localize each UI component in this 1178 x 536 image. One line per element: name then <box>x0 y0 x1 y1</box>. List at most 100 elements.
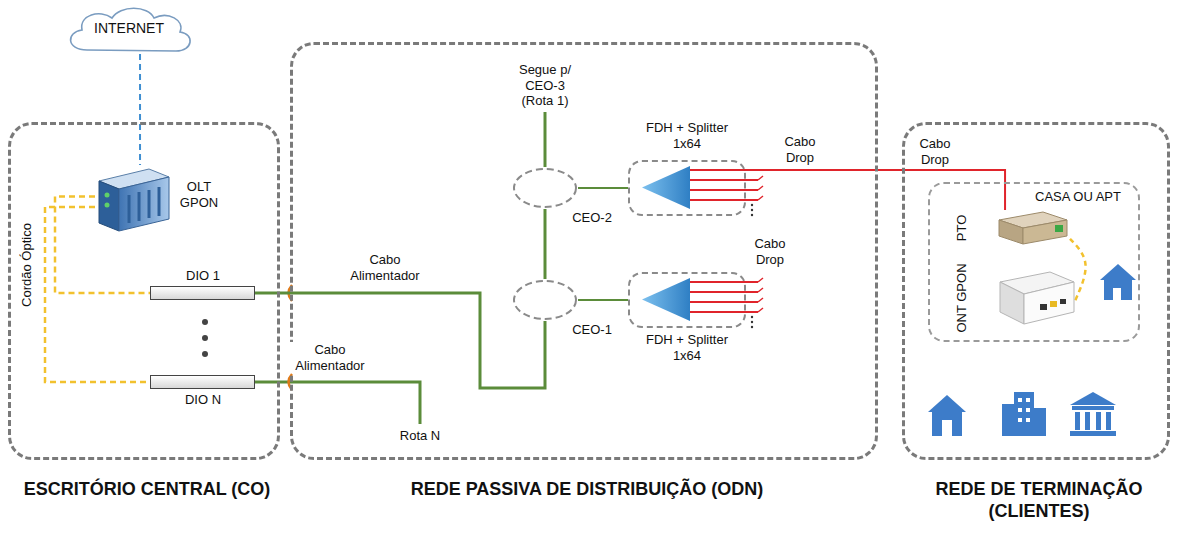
institution-icon <box>1072 406 1114 410</box>
splitter-outputs <box>690 311 758 313</box>
feeder-cable <box>544 112 547 167</box>
node-label: CASA OU APT <box>1035 189 1121 205</box>
pto-device-shape <box>995 210 1070 246</box>
ont-device-shape <box>1000 282 1024 324</box>
node-label: FDH + Splitter 1x64 <box>632 120 742 151</box>
pto-device-shape <box>1055 225 1063 232</box>
ont-device-shape <box>1050 301 1057 307</box>
olt-device-shape <box>138 192 141 221</box>
annotation-label: Cabo Alimentador <box>288 342 372 373</box>
building-icon <box>1018 418 1022 422</box>
fdh-splitter: FDH + Splitter 1x64 <box>628 272 746 328</box>
olt-device-shape <box>128 195 131 223</box>
fdh-splitter-shape <box>642 166 690 209</box>
optical-cord <box>45 207 150 382</box>
institution-icon <box>1070 431 1116 436</box>
splitter-outputs <box>751 204 753 206</box>
splitter-outputs <box>758 176 763 180</box>
building-icon <box>1018 398 1022 402</box>
node-label: CEO-2 <box>572 210 612 226</box>
institution-icon <box>1075 412 1080 430</box>
pto-device-shape <box>999 220 1023 244</box>
olt-device-shape <box>119 177 169 231</box>
splitter-outputs <box>751 316 753 318</box>
node-label: FDH + Splitter 1x64 <box>632 332 742 363</box>
institution-icon <box>1096 412 1101 430</box>
splitter-outputs <box>751 214 753 216</box>
house-icon <box>1104 280 1132 300</box>
olt-device-shape <box>148 190 151 218</box>
splitter-outputs <box>758 278 763 282</box>
distribution-fiber <box>578 299 628 301</box>
building-icon <box>1014 392 1034 436</box>
node-label: ONT GPON <box>954 263 970 332</box>
splitter-outputs <box>751 209 753 211</box>
pto-device-shape <box>1023 220 1067 244</box>
house-icon <box>1100 264 1136 280</box>
node-label: PTO <box>954 215 970 242</box>
splitter-outputs <box>758 288 763 292</box>
ont-device-shape <box>1060 299 1066 304</box>
splitter-outputs <box>751 326 753 328</box>
institution-icon <box>1085 412 1090 430</box>
splitter-outputs <box>751 321 753 323</box>
node-label: CEO-1 <box>572 322 612 338</box>
annotation-label: Cordão Óptico <box>19 221 35 309</box>
house-icon <box>932 412 962 436</box>
cable-label: Cabo Drop <box>776 134 824 165</box>
building-icon <box>1026 408 1030 412</box>
splitter-outputs <box>690 281 758 283</box>
fdh-splitter-shape <box>630 274 744 326</box>
ont-device-shape <box>1024 282 1074 324</box>
pto-device: PTO <box>995 210 1070 246</box>
ont-device-shape <box>1040 304 1047 310</box>
building-icon <box>1032 408 1046 436</box>
institution-icon <box>1106 412 1111 430</box>
house-icon <box>1113 288 1121 300</box>
house-icon <box>942 420 952 436</box>
building-icon <box>1018 408 1022 412</box>
dio-dots <box>202 319 208 357</box>
feeder-cable <box>255 293 545 388</box>
node-label: REDE DE TERMINAÇÃO (CLIENTES) <box>914 479 1164 522</box>
feeder-cable <box>255 112 545 424</box>
region-outline: REDE DE TERMINAÇÃO (CLIENTES)CASA OU APT… <box>902 122 1170 460</box>
fdh-splitter-shape <box>630 162 744 214</box>
splitter-outputs <box>758 298 763 302</box>
internet-cloud-shape <box>71 8 191 51</box>
cable-label: Cabo Alimentador <box>343 252 427 283</box>
dio-dots <box>202 319 208 325</box>
fdh-splitter-shape <box>642 278 690 321</box>
splitter-outputs <box>690 189 758 191</box>
region-outline: ESCRITÓRIO CENTRAL (CO)OLT GPONDIO 1DIO … <box>8 122 280 460</box>
premises-box: CASA OU APT PTO ONT GPON <box>928 182 1140 342</box>
building-icon <box>1026 398 1030 402</box>
splitter-outputs <box>758 196 763 200</box>
splice-closure-shape <box>512 279 578 321</box>
institution-icon <box>1070 392 1116 405</box>
splitter-outputs <box>690 169 746 171</box>
splitter-outputs <box>758 308 763 312</box>
annotation-label: Cabo Drop <box>911 136 959 167</box>
splice-closure: CEO-2 <box>512 167 578 209</box>
olt-device-shape <box>105 193 110 198</box>
node-label: OLT GPON <box>176 179 222 210</box>
annotation-label: Segue p/ CEO-3 (Rota 1) <box>507 62 583 109</box>
institution-icon <box>1070 392 1116 436</box>
building-icon <box>1002 404 1016 436</box>
splitter-outputs <box>690 291 758 293</box>
internet-link <box>139 54 141 165</box>
olt-device-shape <box>105 203 110 208</box>
splice-closure: CEO-1 <box>512 279 578 321</box>
annotation-label: Cabo Drop <box>746 236 794 267</box>
node-label: ESCRITÓRIO CENTRAL (CO) <box>22 479 272 501</box>
dio-panel: DIO N <box>150 375 255 389</box>
splitter-outputs <box>758 186 763 190</box>
node-label: DIO N <box>185 392 221 408</box>
building-icon <box>1002 392 1046 436</box>
ont-device: ONT GPON <box>990 268 1075 328</box>
node-label: INTERNET <box>94 20 164 37</box>
distribution-fiber <box>578 187 628 189</box>
